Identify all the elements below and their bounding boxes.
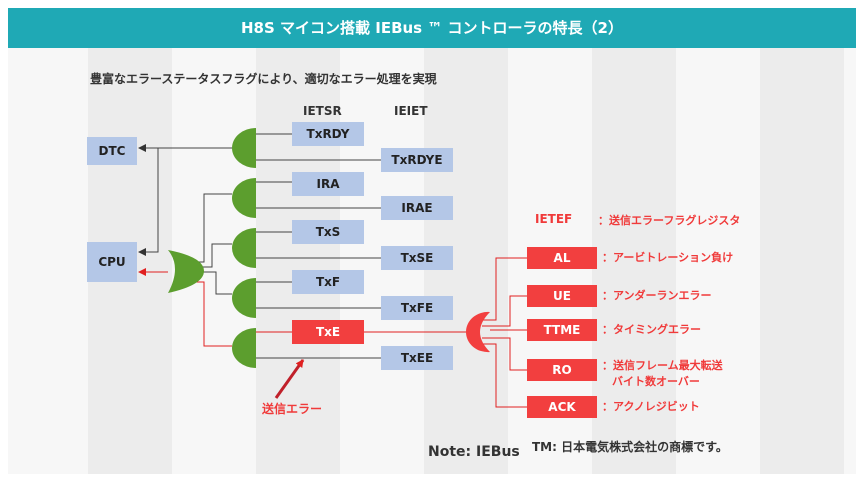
reg-txee: TxEE	[381, 346, 453, 370]
flag-ack: ACK	[527, 396, 597, 418]
or-gate-icon	[465, 311, 490, 353]
ietsr-header: IETSR	[303, 104, 342, 118]
flag-ttme-desc: ：タイミングエラー	[602, 323, 701, 336]
ietef-desc: ：送信エラーフラグレジスタ	[598, 214, 741, 227]
reg-txrdy: TxRDY	[292, 122, 364, 146]
flag-ro-desc-2: バイト数オーバー	[612, 375, 700, 388]
reg-ira: IRA	[292, 172, 364, 196]
reg-txe: TxE	[292, 320, 364, 344]
background-stripe	[592, 48, 676, 474]
transmit-error-annotation: 送信エラー	[262, 402, 323, 416]
background-stripe	[760, 48, 844, 474]
ietef-label: IETEF	[535, 212, 573, 226]
and-gate-icon	[232, 278, 256, 318]
flag-ttme: TTME	[527, 319, 597, 341]
flag-al: AL	[527, 247, 597, 269]
reg-txs: TxS	[292, 220, 364, 244]
flag-ro: RO	[527, 359, 597, 381]
flag-ack-desc: ：アクノレジビット	[602, 400, 700, 413]
flag-ue-desc: ：アンダーランエラー	[602, 289, 712, 302]
page-title: H8S マイコン搭載 IEBus ™ コントローラの特長（2）	[8, 8, 856, 48]
flag-ro-desc: ：送信フレーム最大転送	[602, 359, 723, 372]
cpu-box: CPU	[87, 242, 137, 282]
trademark-note-tm: TM: 日本電気株式会社の商標です。	[532, 440, 728, 454]
dtc-box: DTC	[87, 137, 137, 165]
background-stripe	[256, 48, 340, 474]
and-gate-icon	[232, 228, 256, 268]
trademark-note: Note: IEBus	[428, 444, 520, 460]
reg-txse: TxSE	[381, 246, 453, 270]
reg-irae: IRAE	[381, 196, 453, 220]
reg-txrdye: TxRDYE	[381, 148, 453, 172]
ieiet-header: IEIET	[394, 104, 428, 118]
and-gate-icon	[232, 178, 256, 218]
flag-al-desc: ：アービトレーション負け	[602, 251, 734, 264]
flag-ue: UE	[527, 285, 597, 307]
or-gate-icon	[168, 250, 204, 293]
and-gate-icon	[232, 128, 256, 168]
reg-txf: TxF	[292, 270, 364, 294]
subtitle: 豊富なエラーステータスフラグにより、適切なエラー処理を実現	[90, 72, 437, 86]
and-gate-icon	[232, 328, 256, 368]
reg-txfe: TxFE	[381, 296, 453, 320]
